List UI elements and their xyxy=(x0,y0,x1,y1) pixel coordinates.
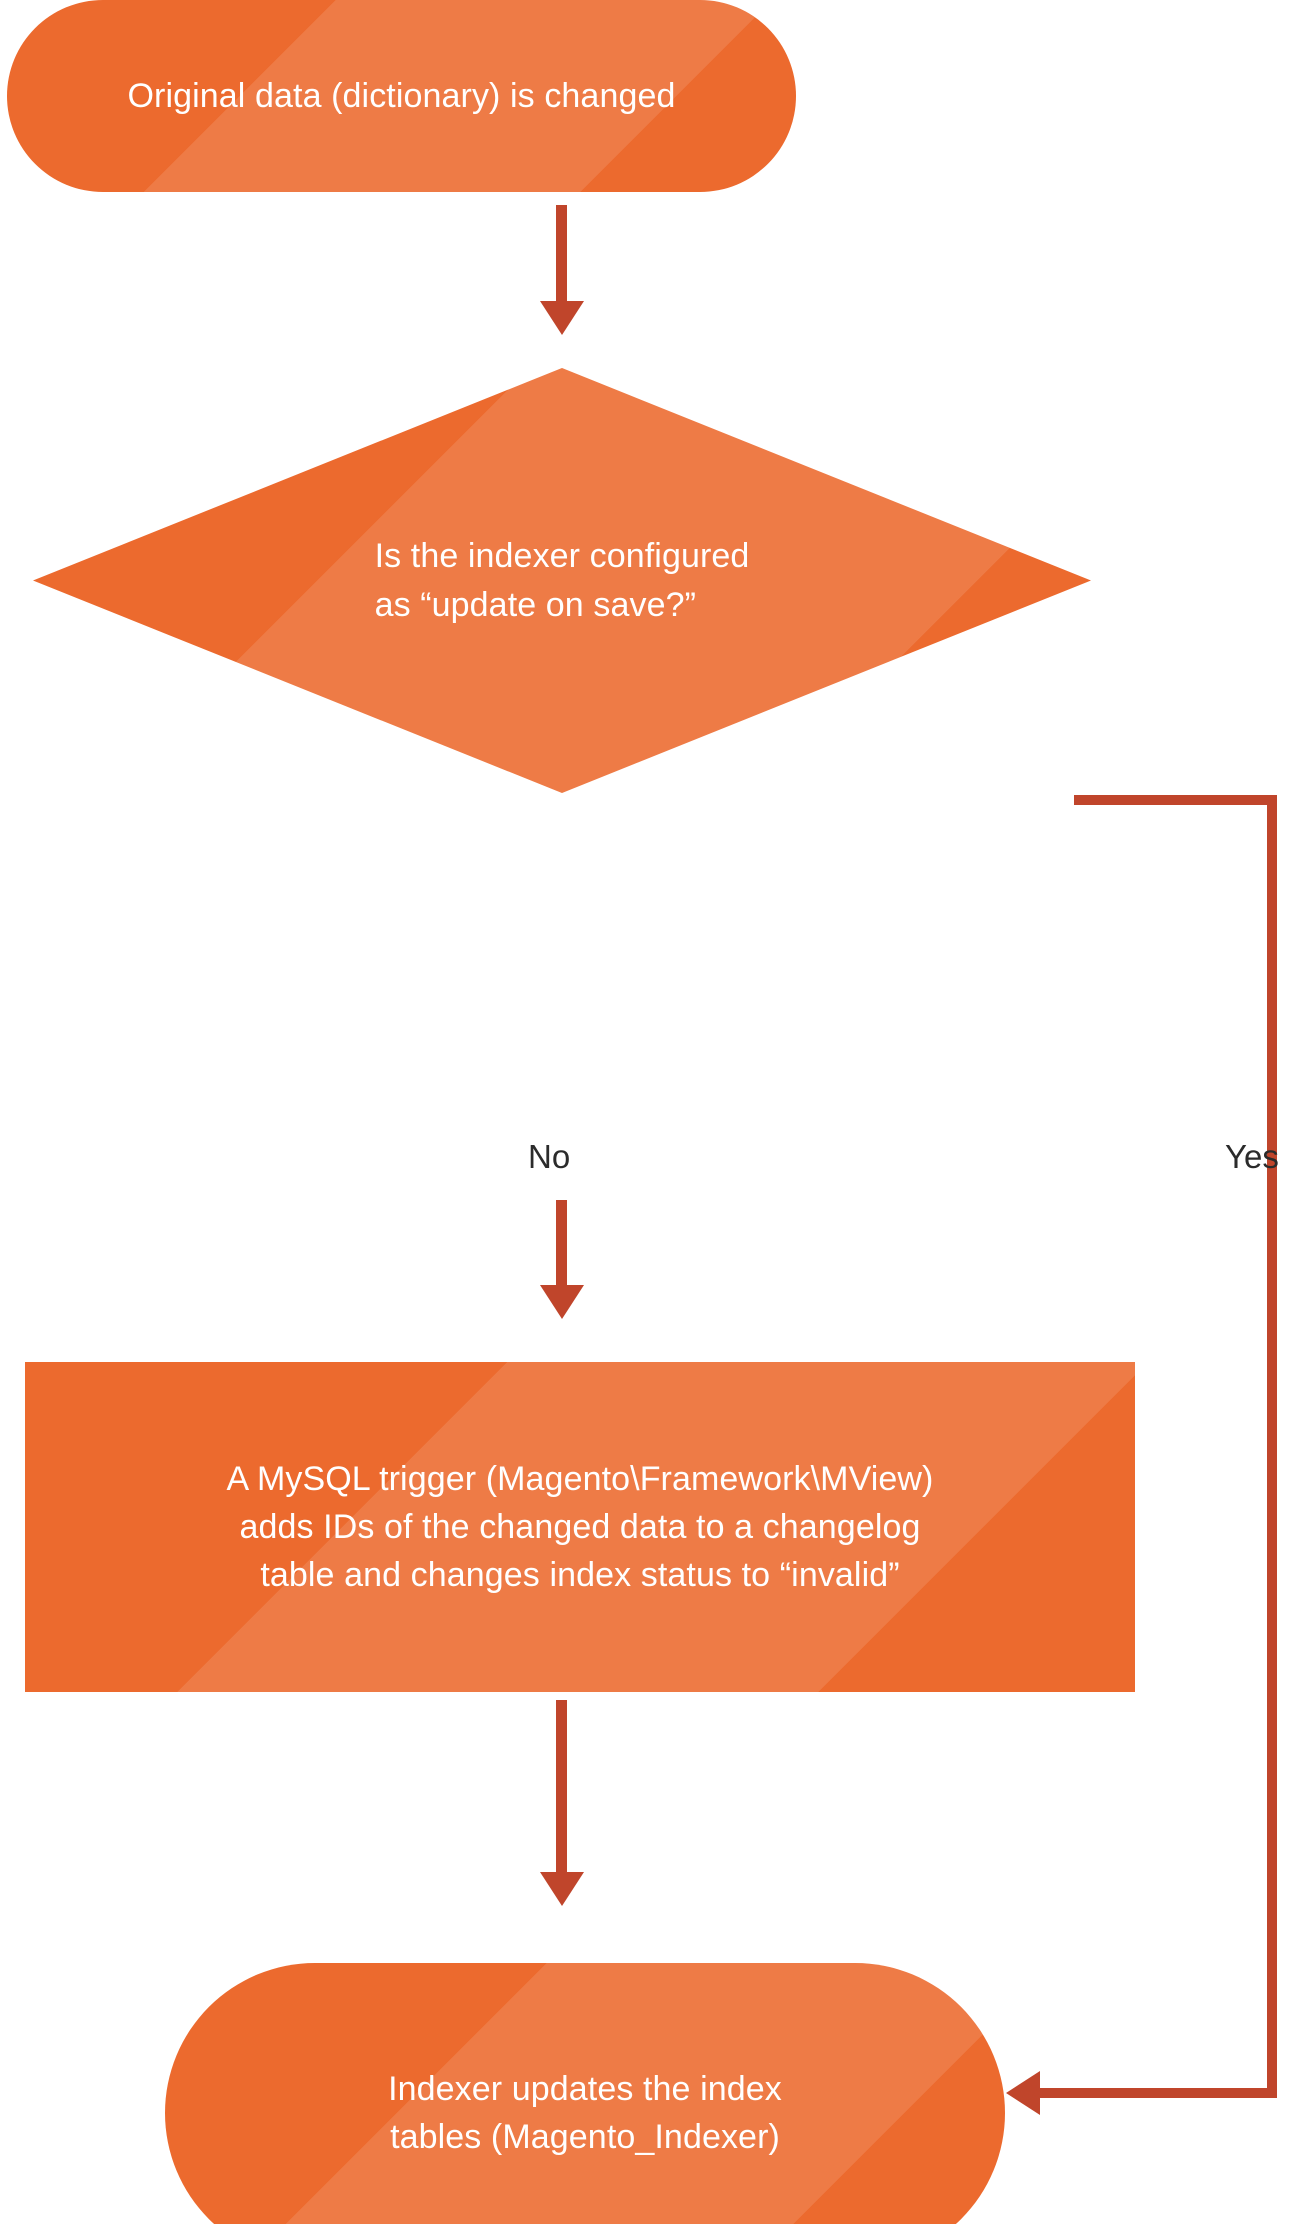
arrowhead-process-to-end xyxy=(540,1872,584,1906)
connector-start-to-decision xyxy=(556,205,567,323)
flow-node-start[interactable]: Original data (dictionary) is changed xyxy=(7,0,796,192)
flow-node-decision[interactable]: Is the indexer configured as “update on … xyxy=(33,368,1091,793)
connector-decision-no-to-process xyxy=(556,1200,567,1300)
arrowhead-decision-no-to-process xyxy=(540,1285,584,1319)
connector-decision-yes-vertical xyxy=(1267,795,1277,2098)
flow-node-end[interactable]: Indexer updates the index tables (Magent… xyxy=(165,1963,1005,2224)
arrowhead-decision-yes-to-end xyxy=(1006,2071,1040,2115)
flow-node-decision-label: Is the indexer configured as “update on … xyxy=(374,537,750,624)
edge-label-no: No xyxy=(528,1138,571,1175)
flow-node-end-label: Indexer updates the index tables (Magent… xyxy=(388,2069,782,2156)
flow-node-start-label: Original data (dictionary) is changed xyxy=(127,76,676,115)
connector-decision-yes-into-end xyxy=(1040,2088,1277,2098)
connector-process-to-end xyxy=(556,1700,567,1894)
flow-node-process[interactable]: A MySQL trigger (Magento\Framework\MView… xyxy=(25,1362,1135,1692)
edge-label-yes: Yes xyxy=(1225,1138,1279,1175)
arrowhead-start-to-decision xyxy=(540,301,584,335)
flow-node-process-label: A MySQL trigger (Magento\Framework\MView… xyxy=(226,1459,934,1595)
connector-decision-yes-horizontal xyxy=(1074,795,1277,805)
